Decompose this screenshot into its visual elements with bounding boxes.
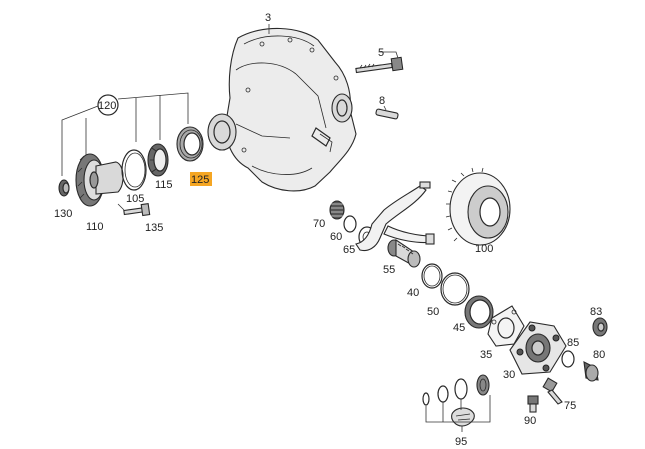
label-115: 115 (155, 179, 173, 191)
label-55: 55 (383, 264, 395, 276)
nut-130[interactable] (58, 179, 70, 197)
seal-125[interactable] (176, 126, 204, 162)
washer-85[interactable] (561, 350, 575, 368)
label-95: 95 (455, 436, 467, 448)
label-75: 75 (564, 400, 576, 412)
ring-45[interactable] (464, 295, 494, 329)
bearing-115[interactable] (147, 143, 169, 177)
label-110: 110 (86, 221, 104, 233)
ring-50[interactable] (440, 272, 470, 306)
label-100: 100 (475, 243, 493, 255)
label-85: 85 (567, 337, 579, 349)
label-105: 105 (126, 193, 144, 205)
label-130: 130 (54, 208, 72, 220)
ring-105[interactable] (121, 149, 147, 191)
label-90: 90 (524, 415, 536, 427)
label-135: 135 (145, 222, 163, 234)
seal-kit-95[interactable] (422, 374, 491, 432)
sensor-80[interactable] (583, 361, 599, 382)
label-60: 60 (330, 231, 342, 243)
ring-40[interactable] (421, 263, 443, 289)
pin-8[interactable] (375, 108, 399, 120)
label-45: 45 (453, 322, 465, 334)
label-70: 70 (313, 218, 325, 230)
highlight-125 (190, 172, 212, 186)
label-5: 5 (378, 47, 384, 59)
label-40: 40 (407, 287, 419, 299)
label-65: 65 (343, 244, 355, 256)
bolt-90[interactable] (527, 395, 539, 413)
cover-30[interactable] (509, 321, 567, 375)
differential-housing[interactable] (207, 27, 357, 192)
group-120-bracket (61, 92, 189, 176)
label-8: 8 (379, 95, 385, 107)
shift-fork[interactable] (355, 181, 435, 252)
bolt-135[interactable] (117, 203, 151, 217)
label-3: 3 (265, 12, 271, 24)
pinion-55[interactable] (387, 238, 421, 268)
label-30: 30 (503, 369, 515, 381)
spring-70[interactable] (329, 200, 345, 220)
plug-83[interactable] (592, 317, 608, 337)
label-120: 120 (98, 100, 116, 112)
label-125: 125 (191, 174, 209, 186)
label-50: 50 (427, 306, 439, 318)
crown-gear-100[interactable] (445, 167, 511, 246)
label-80: 80 (593, 349, 605, 361)
flange-110[interactable] (75, 153, 124, 207)
bolt-5[interactable] (355, 56, 404, 74)
label-35: 35 (480, 349, 492, 361)
label-83: 83 (590, 306, 602, 318)
bolt-75[interactable] (542, 377, 563, 405)
washer-60[interactable] (343, 215, 357, 233)
